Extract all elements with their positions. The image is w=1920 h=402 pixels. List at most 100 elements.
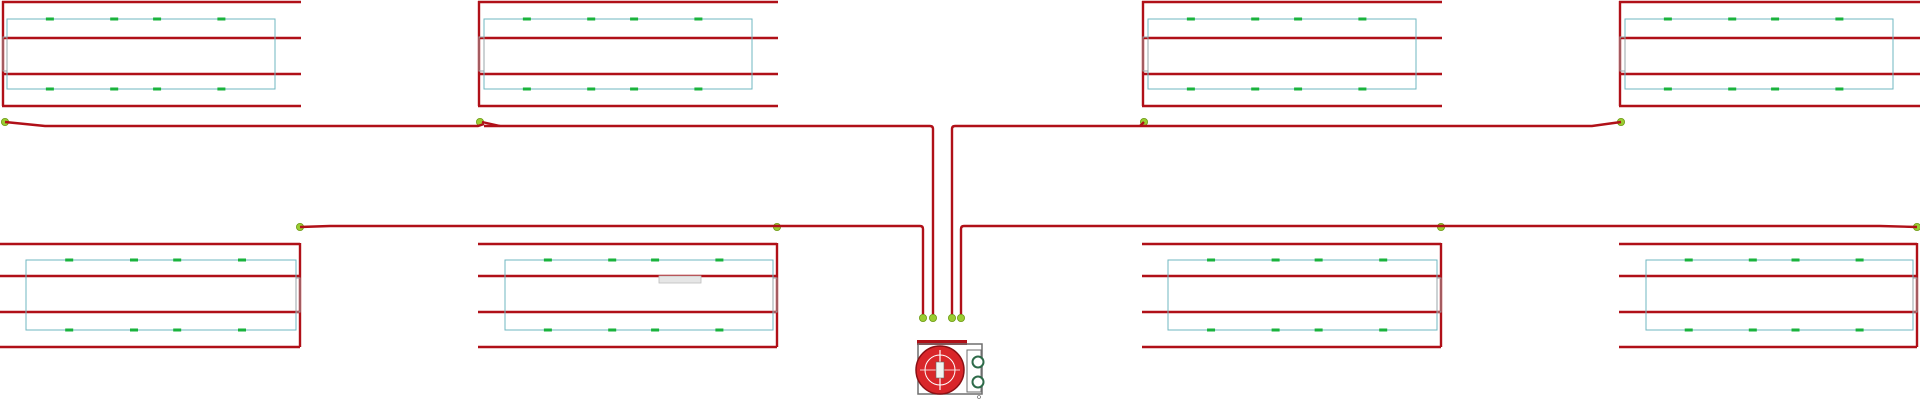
emitter-marker-icon bbox=[651, 328, 660, 332]
return-loop bbox=[1167, 259, 1438, 331]
loop-connector bbox=[1912, 277, 1918, 313]
return-loop bbox=[25, 259, 297, 331]
unit-header bbox=[917, 340, 967, 345]
emitter-marker-icon bbox=[608, 258, 617, 262]
junction-node-icon bbox=[929, 313, 938, 322]
emitter-marker-icon bbox=[1207, 328, 1216, 332]
emitter-marker-icon bbox=[1728, 87, 1737, 91]
emitter-marker-icon bbox=[694, 17, 703, 21]
zone-2 bbox=[475, 0, 778, 127]
emitter-marker-icon bbox=[1771, 17, 1780, 21]
emitter-marker-icon bbox=[173, 328, 182, 332]
emitter-marker-icon bbox=[153, 17, 162, 21]
junction-node-icon bbox=[948, 313, 957, 322]
zone-1 bbox=[1, 0, 301, 127]
emitter-marker-icon bbox=[1186, 17, 1195, 21]
return-loop bbox=[504, 259, 774, 331]
supply-branch bbox=[1139, 121, 1145, 127]
emitter-marker-icon bbox=[1771, 87, 1780, 91]
zone-4 bbox=[1617, 0, 1920, 127]
emitter-marker-icon bbox=[130, 258, 138, 262]
junction-node-icon bbox=[919, 313, 928, 322]
emitter-marker-icon bbox=[217, 87, 226, 91]
zone-6 bbox=[478, 222, 782, 349]
return-loop bbox=[483, 18, 753, 90]
emitter-marker-icon bbox=[238, 328, 246, 332]
emitter-marker-icon bbox=[1358, 17, 1367, 21]
junction-node-icon bbox=[957, 313, 966, 322]
emitter-marker-icon bbox=[1835, 87, 1844, 91]
supply-main-top-left bbox=[4, 120, 935, 318]
pump-hub bbox=[935, 361, 945, 379]
emitter-marker-icon bbox=[1186, 87, 1195, 91]
emitter-marker-icon bbox=[1748, 328, 1757, 332]
emitter-marker-icon bbox=[1251, 87, 1260, 91]
emitter-marker-icon bbox=[1663, 17, 1672, 21]
zone-5 bbox=[0, 222, 304, 349]
emitter-marker-icon bbox=[630, 87, 639, 91]
loop-connector bbox=[295, 277, 301, 313]
emitter-marker-icon bbox=[522, 87, 531, 91]
drain-valve-icon bbox=[977, 395, 981, 399]
return-loop bbox=[1624, 18, 1894, 90]
emitter-marker-icon bbox=[130, 328, 138, 332]
emitter-marker-icon bbox=[1684, 258, 1693, 262]
emitter-marker-icon bbox=[1314, 258, 1323, 262]
loop-connector bbox=[1142, 36, 1149, 72]
emitter-marker-icon bbox=[1791, 258, 1800, 262]
supply-main-bottom-right bbox=[959, 224, 1918, 318]
emitter-marker-icon bbox=[587, 87, 596, 91]
emitter-marker-icon bbox=[1207, 258, 1216, 262]
zone-7 bbox=[1142, 222, 1446, 349]
emitter-marker-icon bbox=[65, 328, 74, 332]
loop-connector bbox=[1436, 277, 1442, 313]
loop-connector bbox=[2, 36, 8, 72]
supply-main-bottom-left bbox=[299, 224, 925, 318]
supply-branch bbox=[481, 120, 501, 128]
emitter-marker-icon bbox=[1663, 87, 1672, 91]
emitter-marker-icon bbox=[110, 17, 119, 21]
pump-unit-icon bbox=[915, 345, 965, 395]
zone-8 bbox=[1619, 223, 1920, 349]
emitter-marker-icon bbox=[694, 87, 703, 91]
pump-unit bbox=[915, 340, 985, 399]
placeholder-box bbox=[658, 275, 702, 284]
emitter-marker-icon bbox=[587, 17, 596, 21]
emitter-marker-icon bbox=[1294, 17, 1303, 21]
supply-mains bbox=[4, 120, 1918, 322]
emitter-marker-icon bbox=[1294, 87, 1303, 91]
emitter-marker-icon bbox=[715, 328, 724, 332]
emitter-marker-icon bbox=[1314, 328, 1323, 332]
emitter-marker-icon bbox=[1271, 258, 1280, 262]
emitter-marker-icon bbox=[1684, 328, 1693, 332]
emitter-marker-icon bbox=[1379, 258, 1388, 262]
emitter-marker-icon bbox=[110, 87, 119, 91]
emitter-marker-icon bbox=[1251, 17, 1260, 21]
emitter-marker-icon bbox=[65, 258, 74, 262]
emitter-marker-icon bbox=[238, 258, 246, 262]
supply-main-top-right bbox=[950, 120, 1622, 318]
return-loop bbox=[6, 18, 276, 90]
emitter-marker-icon bbox=[651, 258, 660, 262]
loop-connector bbox=[772, 277, 778, 313]
emitter-marker-icon bbox=[217, 17, 226, 21]
emitter-marker-icon bbox=[1835, 17, 1844, 21]
emitter-marker-icon bbox=[1379, 328, 1388, 332]
emitter-marker-icon bbox=[1748, 258, 1757, 262]
emitter-marker-icon bbox=[45, 17, 54, 21]
emitter-marker-icon bbox=[630, 17, 639, 21]
loop-connector bbox=[478, 36, 485, 72]
zone-3 bbox=[1140, 0, 1442, 127]
emitter-marker-icon bbox=[715, 258, 724, 262]
emitter-marker-icon bbox=[1855, 258, 1864, 262]
emitter-marker-icon bbox=[153, 87, 162, 91]
emitter-marker-icon bbox=[522, 17, 531, 21]
emitter-marker-icon bbox=[543, 258, 552, 262]
emitter-marker-icon bbox=[45, 87, 54, 91]
emitter-marker-icon bbox=[173, 258, 182, 262]
zone-group bbox=[0, 0, 1920, 349]
emitter-marker-icon bbox=[1728, 17, 1737, 21]
emitter-marker-icon bbox=[543, 328, 552, 332]
pressure-gauge-icon bbox=[971, 375, 985, 389]
